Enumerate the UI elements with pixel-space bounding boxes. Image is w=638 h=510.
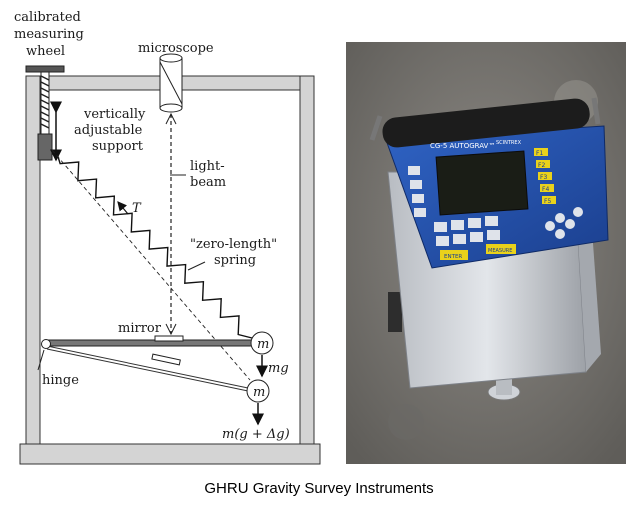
key-measure: MEASURE xyxy=(488,248,512,254)
key-f3: F3 xyxy=(540,174,547,181)
label-spring-2: spring xyxy=(214,253,256,268)
label-spring-1: "zero-length" xyxy=(190,237,277,252)
gravimeter-diagram: calibrated measuring wheel microscope ve… xyxy=(14,10,321,465)
instrument-frame xyxy=(19,75,321,465)
key-f4: F4 xyxy=(542,186,549,193)
key-f1: F1 xyxy=(536,150,543,157)
frame-left-post xyxy=(25,75,41,445)
label-microscope: microscope xyxy=(138,41,214,56)
mass-upper xyxy=(250,331,274,355)
enter-keys: ENTER MEASURE xyxy=(440,244,516,260)
label-hinge: hinge xyxy=(42,373,79,388)
device-subtitle: SCINTREX xyxy=(496,140,522,146)
frame-base xyxy=(19,443,321,465)
label-mass-lower: m xyxy=(253,385,265,400)
label-wheel-1: calibrated xyxy=(14,10,81,25)
label-beam-2: beam xyxy=(190,175,226,190)
label-wheel-3: wheel xyxy=(26,44,65,59)
numeric-keypad xyxy=(434,216,500,246)
label-mirror: mirror xyxy=(118,321,162,336)
frame-right-post xyxy=(299,75,315,445)
function-keys: F1 F2 F3 F4 F5 xyxy=(534,148,556,205)
balance-beam xyxy=(45,339,255,347)
arrow-pad xyxy=(545,207,583,239)
figure-caption: GHRU Gravity Survey Instruments xyxy=(204,480,434,497)
hinge-pivot xyxy=(41,339,51,349)
mass-lower xyxy=(246,379,270,403)
label-support-1: vertically xyxy=(83,107,146,122)
label-beam-1: light- xyxy=(190,159,225,174)
label-support-2: adjustable xyxy=(74,123,143,138)
key-enter: ENTER xyxy=(444,254,462,260)
key-f2: F2 xyxy=(538,162,545,169)
label-weight-lower: m(g + Δg) xyxy=(222,427,290,442)
label-weight-upper: mg xyxy=(268,361,289,376)
label-mass-upper: m xyxy=(257,337,269,352)
device-handle xyxy=(369,97,601,141)
zero-length-spring xyxy=(55,149,253,339)
device-title: CG-5 AUTOGRAV™ xyxy=(430,142,495,150)
key-f5: F5 xyxy=(544,198,551,205)
device-screen xyxy=(435,150,529,216)
label-tension: T xyxy=(132,201,142,216)
label-support-3: support xyxy=(92,139,144,154)
gravimeter-photo: CG-5 AUTOGRAV™ SCINTREX F1 F2 F3 F4 F5 xyxy=(346,42,626,464)
label-wheel-2: measuring xyxy=(14,27,84,42)
mirror xyxy=(154,335,184,342)
deflected-beam xyxy=(46,345,249,389)
left-keys xyxy=(408,166,426,217)
tension-arrow xyxy=(117,201,129,215)
adjustable-support-block xyxy=(37,133,53,161)
measuring-wheel xyxy=(25,65,65,73)
